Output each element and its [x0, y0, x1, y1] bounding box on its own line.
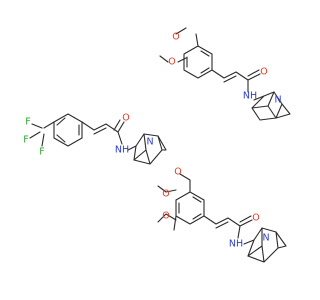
amide-nh-label: NH	[229, 239, 243, 250]
bond	[113, 119, 121, 131]
bond	[177, 57, 187, 63]
amide-nh-label: NH	[243, 91, 257, 102]
bond	[186, 50, 210, 74]
bond	[247, 69, 260, 77]
bond	[223, 75, 237, 83]
bond	[173, 215, 177, 231]
bond	[157, 185, 177, 193]
quinuclidine-n-label: N	[262, 233, 269, 244]
oxygen-label: O	[172, 32, 179, 43]
bond	[183, 45, 213, 79]
bond	[211, 69, 249, 81]
bond	[253, 95, 265, 101]
bond	[275, 231, 287, 249]
bond	[175, 191, 205, 225]
bond	[56, 117, 80, 143]
bond	[93, 127, 107, 135]
bond	[41, 133, 45, 147]
structure-canvas: O O O NH N F F F O NH N	[23, 27, 291, 263]
bond	[179, 173, 191, 193]
bond	[247, 73, 261, 81]
oxygen-label: O	[174, 167, 181, 178]
amide-nh-label: NH	[115, 145, 129, 156]
fluorine-label: F	[23, 135, 28, 146]
bond	[275, 103, 291, 119]
bond	[127, 145, 137, 151]
bond	[159, 55, 169, 63]
molecule-dimethoxy: O O O NH N	[159, 27, 291, 121]
bond	[251, 91, 277, 119]
bond	[43, 121, 55, 129]
oxygen-label: O	[162, 189, 169, 200]
bond	[117, 131, 123, 145]
oxygen-label: O	[122, 113, 129, 124]
bond	[157, 213, 177, 223]
oxygen-label: O	[260, 67, 267, 78]
bond	[243, 239, 255, 245]
oxygen-label: O	[162, 211, 169, 222]
bond	[237, 225, 241, 239]
bond	[239, 219, 253, 227]
bond	[31, 123, 43, 129]
bond	[133, 133, 151, 165]
molecule-trifluoromethyl: F F F O NH N	[23, 113, 167, 165]
bond	[117, 121, 125, 133]
bond	[215, 221, 229, 229]
bond	[29, 131, 41, 139]
bond	[247, 227, 265, 263]
bond	[157, 135, 167, 151]
oxygen-label: O	[168, 57, 175, 68]
bond	[175, 27, 187, 35]
quinuclidine-n-label: N	[274, 95, 281, 106]
bond	[195, 33, 199, 47]
bond	[53, 113, 83, 147]
bond	[203, 215, 241, 227]
fluorine-label: F	[39, 147, 44, 158]
bond	[81, 121, 119, 133]
molecule-drawing: O O O NH N F F F O NH N	[23, 27, 291, 263]
oxygen-label: O	[252, 213, 259, 224]
bond	[239, 215, 252, 223]
bond	[178, 196, 202, 220]
fluorine-label: F	[25, 117, 30, 128]
molecule-trimethoxy: O O O O NH N	[157, 167, 287, 263]
quinuclidine-n-label: N	[146, 137, 153, 148]
